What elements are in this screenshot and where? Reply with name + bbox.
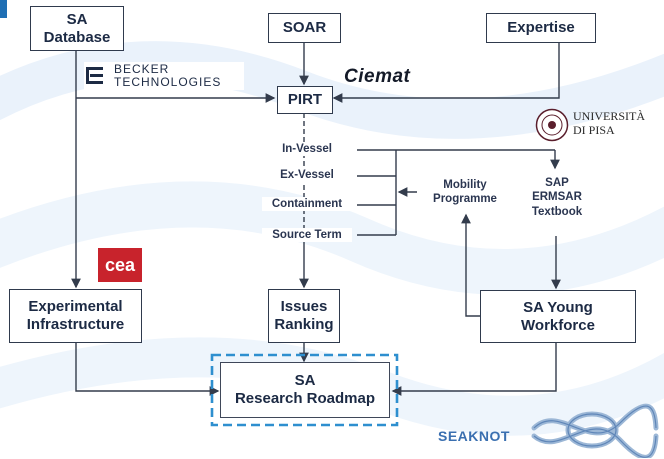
node-expertise: Expertise — [486, 13, 596, 43]
edge-experimental-roadmap — [75, 342, 220, 396]
label-mobility-programme: Mobility Programme — [433, 179, 497, 206]
pisa-logo-text: UNIVERSITÀ DI PISA — [573, 109, 645, 137]
node-experimental-infrastructure: Experimental Infrastructure — [9, 289, 142, 343]
roadmap-dashed-outline — [210, 353, 399, 427]
becker-icon — [86, 67, 103, 84]
becker-logo: BECKER TECHNOLOGIES — [84, 62, 244, 90]
edge-expertise-pirt — [332, 42, 560, 103]
edge-workforce-mobility — [461, 213, 480, 317]
node-soar: SOAR — [268, 13, 341, 43]
cea-logo: cea — [98, 248, 142, 282]
pisa-seal-icon — [535, 108, 569, 142]
label-sap-ermsar-textbook: SAP ERMSAR Textbook — [531, 177, 583, 218]
seaknot-knot-icon — [531, 403, 659, 458]
seaknot-logo-text: SEAKNOT — [438, 428, 510, 444]
node-sa-research-roadmap: SA Research Roadmap — [220, 362, 390, 418]
cea-logo-text: cea — [104, 254, 136, 275]
edge-workforce-roadmap — [391, 342, 557, 396]
node-sa-database: SA Database — [30, 6, 124, 51]
phenomenon-ex-vessel: Ex-Vessel — [272, 168, 342, 183]
phenomenon-containment: Containment — [262, 197, 352, 212]
ciemat-logo: Ciemat — [344, 66, 411, 87]
phenomenon-source-term: Source Term — [262, 228, 352, 243]
node-issues-ranking: Issues Ranking — [268, 289, 340, 343]
pisa-logo: UNIVERSITÀ DI PISA — [535, 108, 661, 142]
becker-logo-text: BECKER TECHNOLOGIES — [114, 62, 222, 89]
phenomenon-in-vessel: In-Vessel — [272, 142, 342, 157]
node-sa-young-workforce: SA Young Workforce — [480, 290, 636, 343]
node-pirt: PIRT — [277, 86, 333, 114]
